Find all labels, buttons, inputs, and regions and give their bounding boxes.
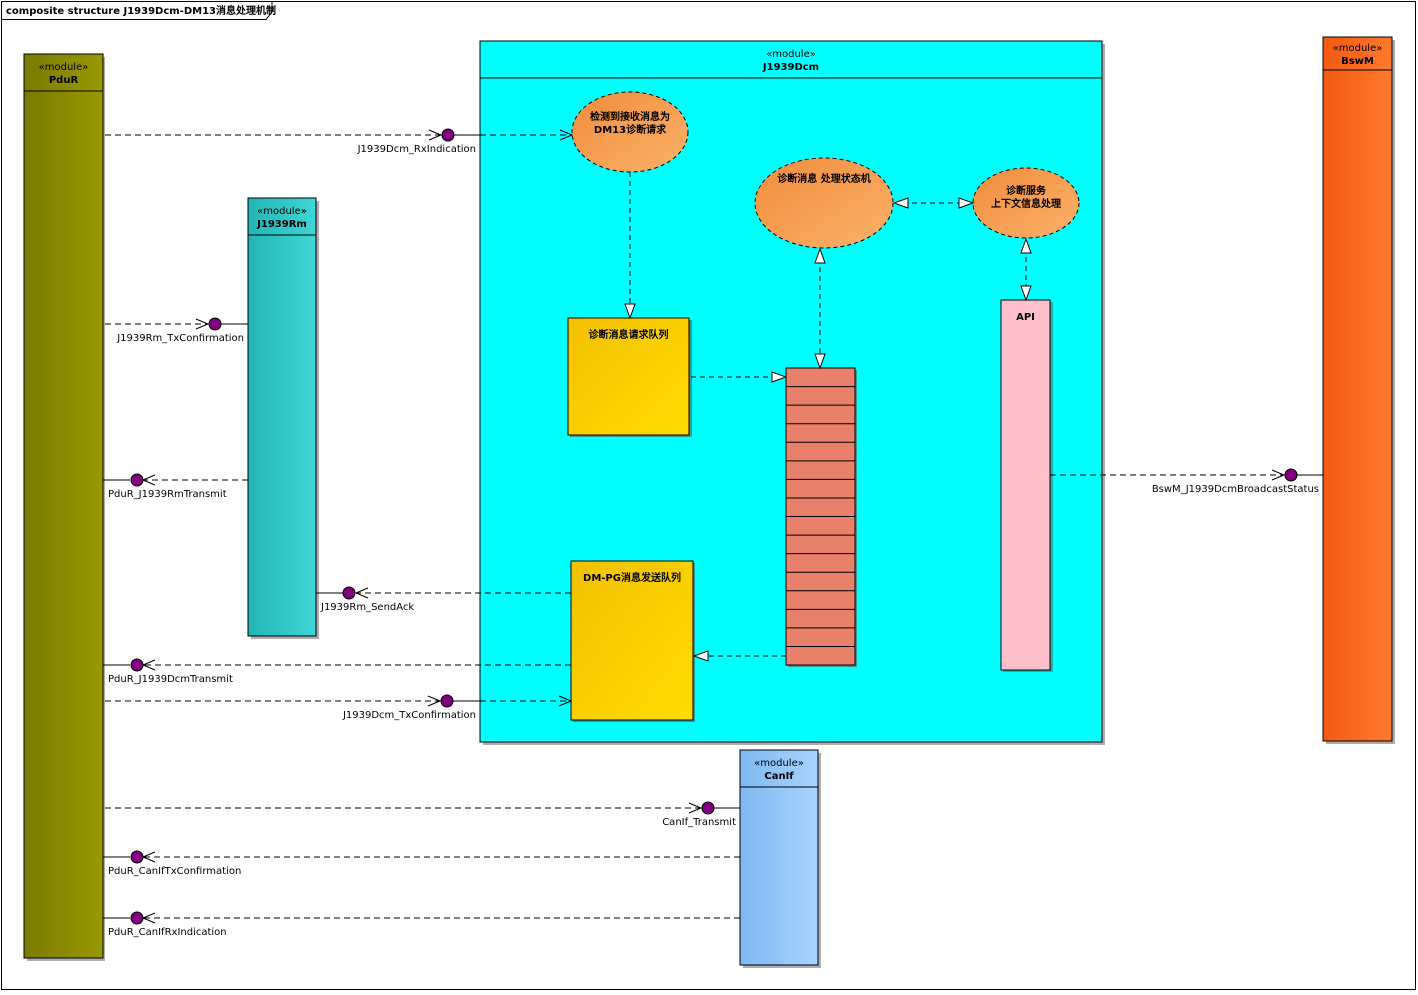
module-stereotype: «module» [754,758,804,769]
frame-title: composite structure J1939Dcm-DM13消息处理机制 [6,4,276,17]
module-name: J1939Rm [256,219,307,230]
port-j1939rm-txconfirmation[interactable]: J1939Rm_TxConfirmation [105,317,248,344]
node-label-line2: DM13诊断请求 [594,123,667,136]
module-name: CanIf [764,771,794,782]
node-buffer[interactable] [785,367,857,667]
port-canif-transmit[interactable]: CanIf_Transmit [105,801,740,828]
port-j1939rm-sendack[interactable]: J1939Rm_SendAck [316,586,571,613]
module-bswm[interactable]: «module» BswM [1322,36,1395,744]
port-label: J1939Dcm_TxConfirmation [342,710,476,721]
module-name: PduR [49,75,79,86]
module-j1939rm[interactable]: «module» J1939Rm [247,197,319,639]
frame-title-tab [1,1,273,20]
node-label-line2: 上下文信息处理 [991,197,1061,210]
node-label-line1: 诊断服务 [1006,184,1047,197]
port-label: CanIf_Transmit [662,817,736,828]
node-label: 诊断消息请求队列 [589,328,669,341]
port-pdur-j1939rmtransmit[interactable]: PduR_J1939RmTransmit [103,473,248,500]
port-label: PduR_CanIfTxConfirmation [108,866,241,877]
module-stereotype: «module» [1333,43,1383,54]
module-pdur[interactable]: «module» PduR [23,53,105,961]
port-pdur-j1939dcmtransmit[interactable]: PduR_J1939DcmTransmit [103,658,571,685]
node-label-line1: 检测到接收消息为 [590,110,670,123]
module-name: BswM [1341,56,1374,67]
node-label: DM-PG消息发送队列 [583,571,681,584]
node-state-machine[interactable]: 诊断消息 处理状态机 [754,157,894,249]
port-pdur-canifrxindication[interactable]: PduR_CanIfRxIndication [103,911,740,938]
node-request-queue[interactable]: 诊断消息请求队列 [567,317,692,437]
module-stereotype: «module» [766,49,816,60]
module-canif[interactable]: «module» CanIf [739,749,821,968]
node-api[interactable]: API [1000,299,1053,672]
port-j1939dcm-rxindication[interactable]: J1939Dcm_RxIndication [105,128,572,155]
module-stereotype: «module» [39,62,89,73]
port-label: PduR_CanIfRxIndication [108,927,227,938]
port-label: J1939Rm_SendAck [320,602,414,613]
node-detect-dm13[interactable]: 检测到接收消息为 DM13诊断请求 [571,91,689,173]
port-bswm-j1939dcmbroadcaststatus[interactable]: BswM_J1939DcmBroadcastStatus [1050,468,1323,495]
node-label: 诊断消息 处理状态机 [777,172,870,185]
module-name: J1939Dcm [762,62,819,73]
port-label: PduR_J1939RmTransmit [108,489,227,500]
module-stereotype: «module» [257,206,307,217]
node-label: API [1016,312,1035,323]
port-pdur-caniftxconfirmation[interactable]: PduR_CanIfTxConfirmation [103,850,740,877]
port-j1939dcm-txconfirmation[interactable]: J1939Dcm_TxConfirmation [105,694,571,721]
port-label: J1939Dcm_RxIndication [357,144,476,155]
port-label: PduR_J1939DcmTransmit [108,674,233,685]
node-context[interactable]: 诊断服务 上下文信息处理 [972,167,1080,239]
node-send-queue[interactable]: DM-PG消息发送队列 [570,560,695,722]
port-label: J1939Rm_TxConfirmation [116,333,244,344]
port-label: BswM_J1939DcmBroadcastStatus [1152,484,1319,495]
